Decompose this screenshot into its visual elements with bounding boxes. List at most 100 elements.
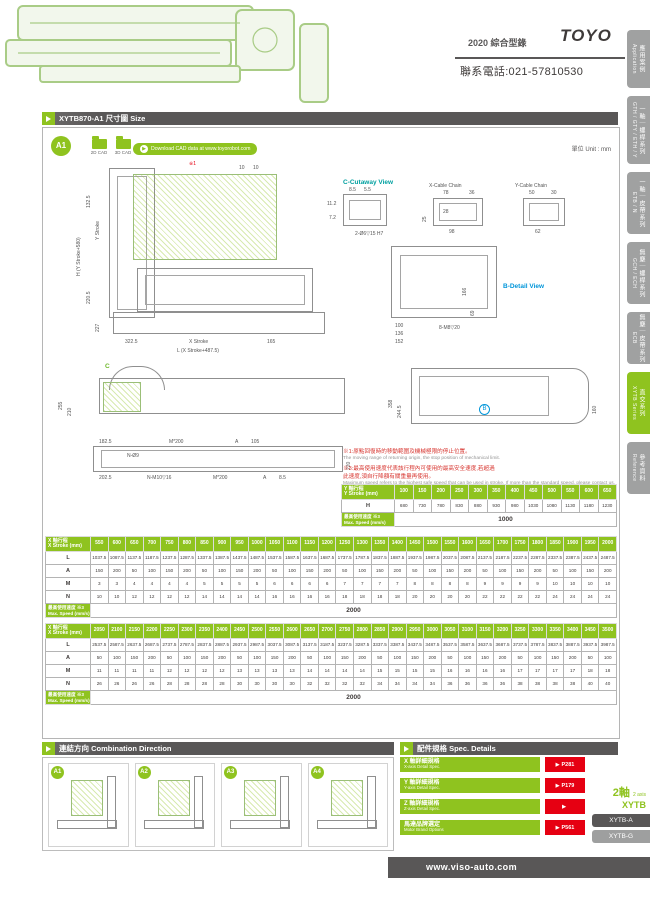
- combination-option[interactable]: A3: [221, 763, 302, 847]
- x-table-cell: 100: [212, 564, 232, 578]
- x-table-cell: 28: [212, 677, 232, 691]
- spec-page-button[interactable]: ▶: [545, 799, 585, 814]
- x-table-cell: 14: [335, 664, 354, 678]
- x-table-cell: 38: [510, 677, 530, 691]
- drawing-shape: [411, 368, 589, 424]
- x-table-cell: 1150: [300, 536, 319, 552]
- x-table-cell: 2950: [405, 623, 425, 639]
- spec-page-button[interactable]: ▶ P179: [545, 778, 585, 793]
- arrow-icon: ▶: [562, 803, 566, 810]
- dimension-label: N-Ø9: [127, 453, 139, 459]
- drawing-shape: [343, 194, 387, 226]
- series-tab[interactable]: XYTB-G: [592, 830, 650, 843]
- x-table-cell: 650: [125, 536, 144, 552]
- sidebar-tab-label-en: Application: [631, 44, 637, 74]
- x-table-cell: 50: [475, 564, 495, 578]
- x-table-cell: 10: [545, 577, 565, 591]
- x-table-cell: 1350: [370, 536, 390, 552]
- x-table-cell: 12: [160, 664, 179, 678]
- drawing-shape: [99, 378, 345, 414]
- x-table-cell: 6: [265, 577, 284, 591]
- download-cad-button[interactable]: ▶ Download CAD data at www.toyorobot.com: [133, 143, 258, 155]
- combination-option[interactable]: A1: [48, 763, 129, 847]
- dimension-label: 358: [388, 399, 394, 408]
- sidebar-tab[interactable]: 應用案例 Application: [627, 30, 650, 88]
- dimension-label: 165: [267, 339, 276, 345]
- x-table-cell: 15: [405, 664, 425, 678]
- x-table-cell: 50: [90, 651, 109, 665]
- x-table-cell: 28: [195, 677, 214, 691]
- unit-label: 單位 Unit : mm: [571, 147, 611, 153]
- x-table-cell: 2287.5: [528, 551, 547, 565]
- x-table-cell: 11: [90, 664, 109, 678]
- x-table-cell: 2400: [212, 623, 232, 639]
- x-table-cell: 3087.5: [282, 638, 302, 652]
- x-table-cell: 18: [598, 664, 617, 678]
- series-tabs: XYTB-A XYTB-G: [592, 814, 650, 843]
- x-table-cell: 200: [388, 564, 407, 578]
- y-table-speed-row: 最高使用速度 ※3 Max. Speed (mm/s)1000: [341, 512, 617, 527]
- spec-label: Z 軸詳細規格 Z-axis Detail Spec.: [400, 799, 540, 814]
- cad-2d-button[interactable]: 2D CAD: [87, 136, 111, 155]
- x-table-cell: 10: [90, 590, 109, 604]
- spec-label: 馬達品牌選定 Motor Brand Options: [400, 820, 540, 835]
- x-table-cell: 16: [282, 590, 302, 604]
- drawing-shape: [113, 312, 325, 334]
- specs-header: 配件規格 Spec. Details: [400, 742, 618, 755]
- dimension-label: 8.5: [349, 187, 356, 193]
- x-table-cell: 200: [352, 651, 372, 665]
- x-table-cell: 2387.5: [563, 551, 582, 565]
- footer: www.viso-auto.com: [388, 857, 650, 878]
- dimension-label: C-Cutaway View: [343, 179, 394, 186]
- x-table-cell: 2050: [90, 623, 109, 639]
- dimension-label: 25: [422, 216, 428, 222]
- dimension-label: 7.2: [329, 215, 336, 221]
- y-table-cell: 300: [468, 484, 488, 500]
- x-table-cell: 7: [352, 577, 372, 591]
- combination-option[interactable]: A4: [307, 763, 388, 847]
- sidebar-tab[interactable]: 無塵｜螺桿系列 GCH / ECH: [627, 242, 650, 304]
- x-table-cell: 100: [598, 651, 617, 665]
- spec-rows: X 軸詳細規格 X-axis Detail Spec. ▶ P281 Y 軸詳細…: [400, 757, 618, 841]
- x-table-cell: 750: [160, 536, 179, 552]
- y-table-cell: 550: [560, 484, 580, 500]
- sidebar-tab[interactable]: 參考資料 Reference: [627, 442, 650, 494]
- x-table-cell: 50: [510, 651, 530, 665]
- x-table-cell: A: [45, 651, 91, 665]
- x-table-cell: 10: [563, 577, 582, 591]
- x-table-cell: 100: [423, 564, 442, 578]
- y-table-cell: 200: [431, 484, 451, 500]
- sidebar-tab[interactable]: 一軸｜螺桿系列 GTH / GTY / ETH / Y: [627, 96, 650, 164]
- cad-3d-button[interactable]: 3D CAD: [111, 136, 135, 155]
- x-table-cell: 50: [405, 564, 425, 578]
- drawing-hatch: [133, 174, 277, 260]
- combination-diagram-bar: [316, 820, 377, 829]
- combination-diagram-column: [366, 776, 376, 828]
- x-table-cell: 26: [142, 677, 162, 691]
- drawing-shape: [529, 203, 559, 221]
- spec-page-button[interactable]: ▶ P281: [545, 757, 585, 772]
- spec-page-button[interactable]: ▶ P561: [545, 820, 585, 835]
- sidebar-tab-label-en: ECB: [631, 332, 637, 344]
- sidebar-tab[interactable]: 無塵｜皮帶系列 ECB: [627, 312, 650, 364]
- x-table-cell: 1400: [388, 536, 407, 552]
- dimension-label: B-Detail View: [503, 283, 545, 290]
- x-table-cell: 1637.5: [300, 551, 319, 565]
- combination-option[interactable]: A2: [134, 763, 215, 847]
- x-table-cell: 2250: [160, 623, 179, 639]
- x-table-cell: 5: [195, 577, 214, 591]
- x-table-cell: 2937.5: [230, 638, 249, 652]
- sidebar-tab[interactable]: 一軸｜皮帶系列 ETB / N: [627, 172, 650, 234]
- x-table-cell: 1187.5: [142, 551, 162, 565]
- x-table-cell: 2300: [177, 623, 197, 639]
- series-tab[interactable]: XYTB-A: [592, 814, 650, 827]
- sidebar-tab[interactable]: 直交系列 XYTB Series: [627, 372, 650, 434]
- arrow-icon: ▶: [555, 824, 560, 831]
- x-table-cell: 3487.5: [423, 638, 442, 652]
- x-table-cell: 950: [230, 536, 249, 552]
- contact-phone: 聯系電話:021-57810530: [460, 66, 584, 78]
